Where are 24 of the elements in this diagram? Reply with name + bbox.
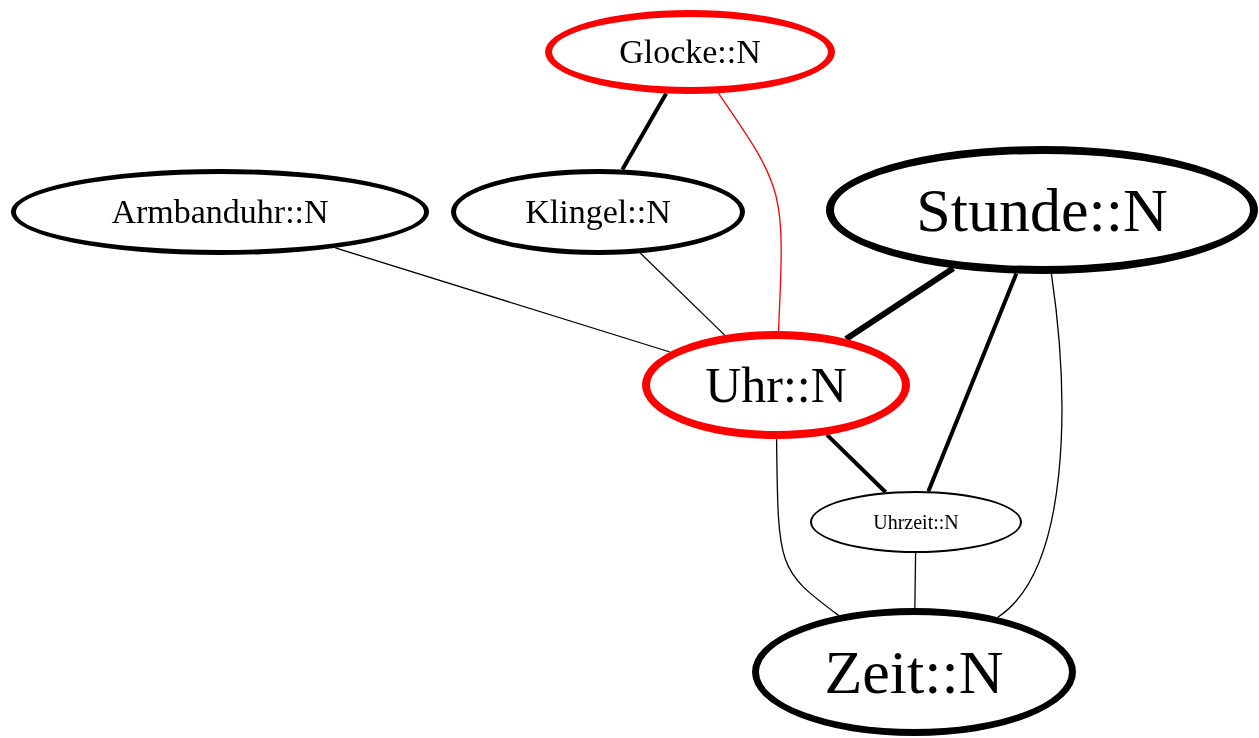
node-label: Klingel::N (525, 195, 671, 229)
node-ellipse (451, 169, 745, 255)
node-label: Armbanduhr::N (111, 195, 329, 229)
node-label: Zeit::N (824, 641, 1004, 703)
connector-line (926, 272, 1019, 492)
connector-line (914, 552, 917, 609)
node-ellipse (752, 608, 1076, 736)
node-label: Glocke::N (619, 35, 761, 69)
connector-line (825, 433, 888, 494)
node-label: Stunde::N (916, 179, 1168, 241)
node-ellipse (642, 331, 910, 439)
connector-line (775, 438, 840, 617)
connector-line (844, 265, 955, 342)
node-ellipse (11, 169, 429, 255)
node-ellipse (545, 10, 835, 94)
node-label: Uhr::N (705, 360, 847, 410)
connector-line (997, 273, 1063, 618)
connector-line (717, 92, 782, 332)
connector-line (639, 252, 726, 336)
node-ellipse (826, 146, 1258, 274)
connector-line (620, 92, 668, 171)
connector-line (334, 247, 671, 353)
node-ellipse (810, 491, 1022, 553)
node-label: Uhrzeit::N (873, 512, 959, 532)
